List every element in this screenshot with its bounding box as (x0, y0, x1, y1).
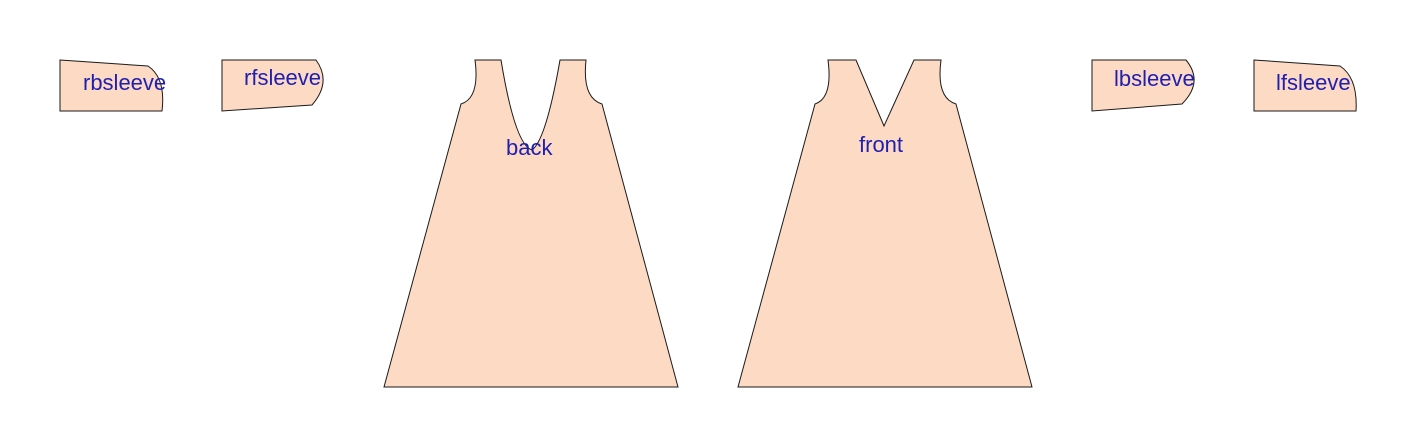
piece-front[interactable]: front (737, 59, 1033, 388)
lfsleeve-outline[interactable] (1253, 59, 1357, 112)
front-label: front (859, 132, 903, 157)
rbsleeve-label: rbsleeve (83, 70, 166, 95)
back-outline[interactable] (383, 59, 679, 388)
rfsleeve-outline[interactable] (221, 59, 324, 112)
lbsleeve-label: lbsleeve (1114, 66, 1195, 91)
piece-back[interactable]: back (383, 59, 679, 388)
rfsleeve-label: rfsleeve (244, 65, 321, 90)
lfsleeve-label: lfsleeve (1276, 70, 1351, 95)
piece-rbsleeve[interactable]: rbsleeve (59, 59, 166, 112)
rbsleeve-outline[interactable] (59, 59, 164, 112)
piece-rfsleeve[interactable]: rfsleeve (221, 59, 324, 112)
piece-lbsleeve[interactable]: lbsleeve (1091, 59, 1195, 112)
front-outline[interactable] (737, 59, 1033, 388)
back-label: back (506, 135, 553, 160)
lbsleeve-outline[interactable] (1091, 59, 1195, 112)
piece-lfsleeve[interactable]: lfsleeve (1253, 59, 1357, 112)
